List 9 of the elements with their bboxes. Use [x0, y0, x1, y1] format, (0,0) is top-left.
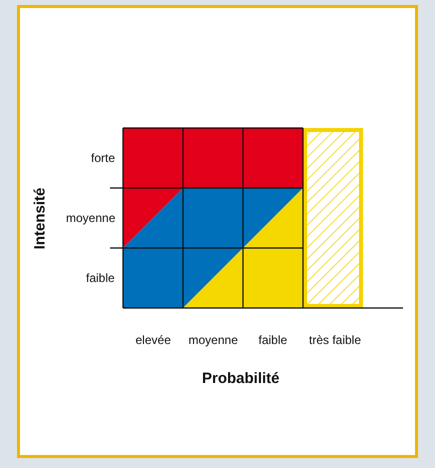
tick-label: moyenne	[66, 211, 116, 225]
tick-label: faible	[86, 271, 115, 285]
tick-label: elevée	[136, 333, 171, 347]
tick-label: forte	[91, 151, 116, 165]
tick-label: moyenne	[188, 333, 238, 347]
tick-label: très faible	[309, 333, 362, 347]
tick-label: faible	[258, 333, 288, 347]
axis-title: Probabilité	[202, 370, 280, 386]
axis-title: Intensité	[31, 187, 48, 249]
